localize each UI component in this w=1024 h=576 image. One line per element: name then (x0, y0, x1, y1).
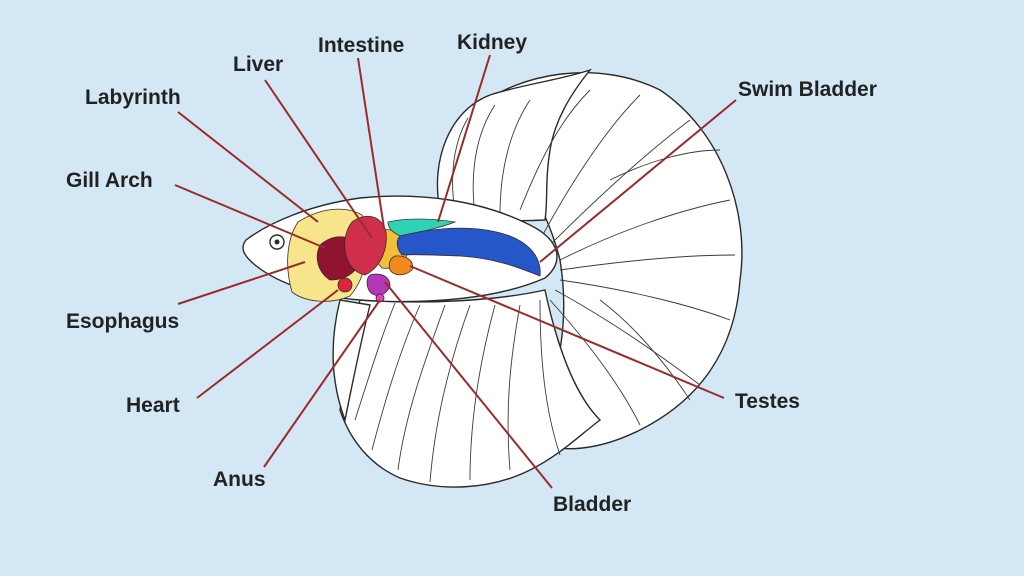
label-bladder: Bladder (553, 493, 632, 516)
leader-lines (174, 54, 737, 489)
heart-organ (337, 277, 353, 293)
leader-swim-bladder (539, 99, 737, 263)
label-testes: Testes (735, 390, 800, 413)
leader-liver (264, 79, 373, 239)
label-kidney: Kidney (457, 31, 528, 54)
anal-fin (339, 289, 602, 488)
fin-rays (354, 89, 736, 483)
anus-organ (375, 293, 385, 303)
leader-kidney (437, 54, 491, 223)
kidney-organ (387, 218, 457, 237)
label-gill-arch: Gill Arch (66, 169, 153, 192)
leader-labyrinth (177, 111, 319, 223)
label-intestine: Intestine (318, 34, 405, 57)
testes-organ (388, 255, 413, 276)
swim-bladder-organ (396, 227, 541, 277)
label-esophagus: Esophagus (66, 310, 180, 333)
leader-anus (263, 299, 381, 468)
leader-testes (409, 265, 725, 399)
leader-bladder (384, 281, 553, 489)
pelvic-fin (332, 299, 371, 423)
label-liver: Liver (233, 53, 284, 76)
organs (287, 208, 541, 303)
label-swim-bladder: Swim Bladder (738, 78, 877, 101)
leader-esophagus (177, 261, 306, 305)
leader-gill-arch (174, 184, 326, 249)
label-heart: Heart (126, 394, 180, 417)
label-anus: Anus (213, 468, 266, 491)
label-labyrinth: Labyrinth (85, 86, 181, 109)
leader-heart (196, 289, 339, 399)
dorsal-fin (436, 68, 593, 222)
intestine-organ (344, 215, 387, 276)
leader-intestine (357, 57, 385, 229)
